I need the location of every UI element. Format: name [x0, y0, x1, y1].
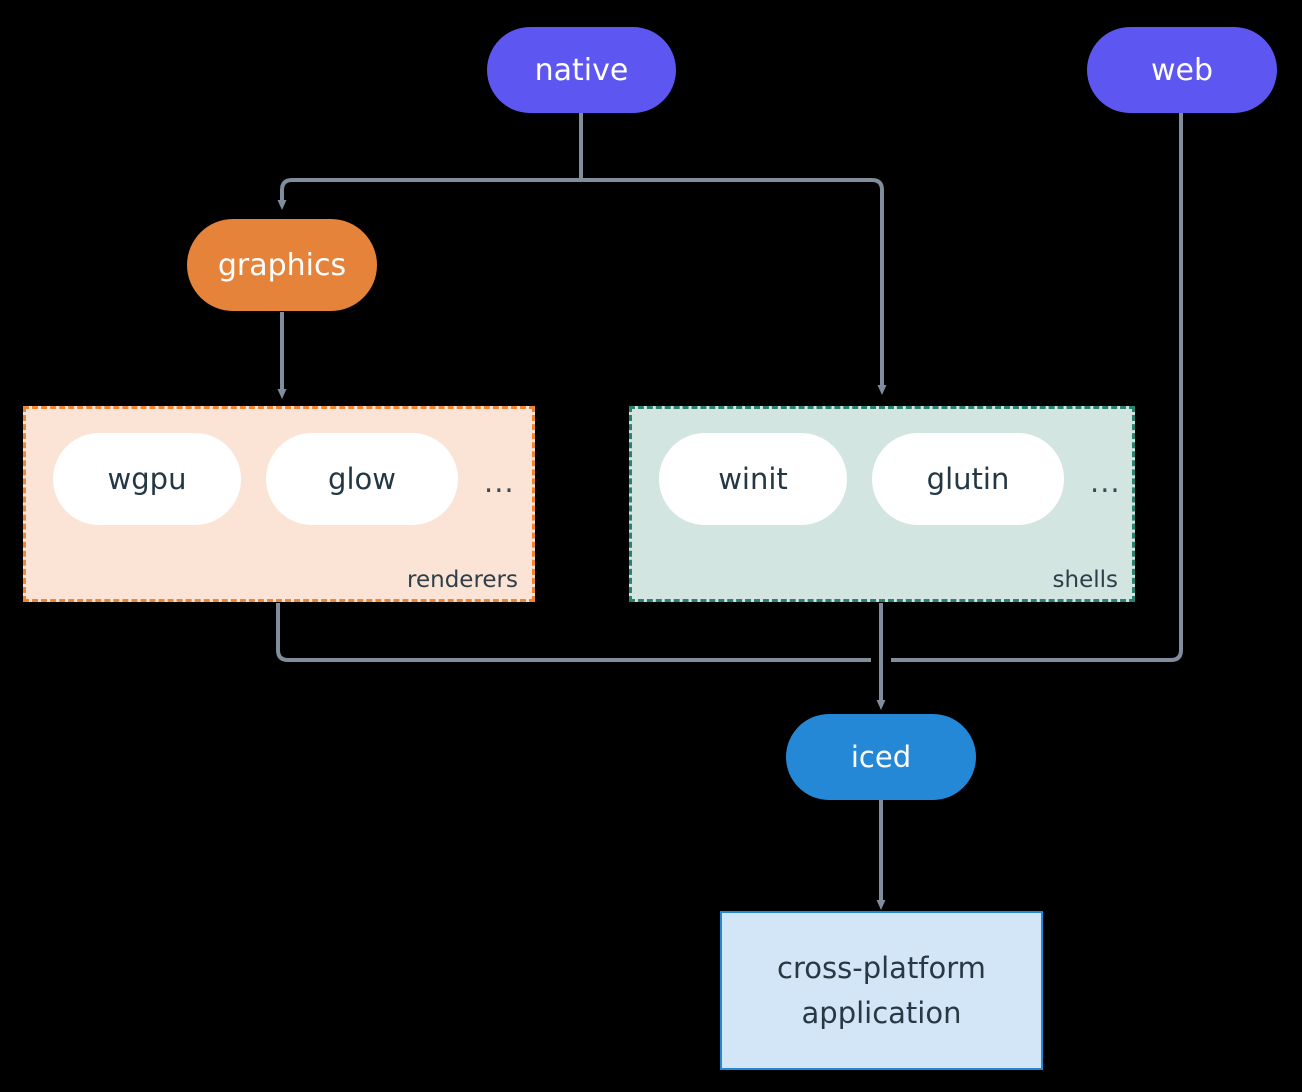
chip-glow-label: glow [328, 462, 396, 496]
group-renderers-label: renderers [407, 567, 518, 593]
application-label-line2: application [801, 995, 962, 1030]
node-web[interactable]: web [1087, 27, 1277, 113]
group-renderers: wgpu glow ... renderers [23, 406, 535, 602]
node-graphics-label: graphics [217, 247, 347, 283]
chip-glutin[interactable]: glutin [872, 433, 1064, 525]
chip-wgpu[interactable]: wgpu [53, 433, 241, 525]
chip-wgpu-label: wgpu [107, 462, 187, 496]
chip-winit[interactable]: winit [659, 433, 847, 525]
node-native[interactable]: native [487, 27, 676, 113]
node-graphics[interactable]: graphics [187, 219, 377, 311]
edge-native-to-shells [581, 178, 887, 395]
node-iced[interactable]: iced [786, 714, 976, 800]
node-web-label: web [1150, 52, 1214, 88]
group-shells-label: shells [1052, 567, 1118, 593]
edge-renderers-to-iced [276, 603, 871, 662]
chip-glow[interactable]: glow [266, 433, 458, 525]
node-iced-label: iced [850, 740, 912, 774]
group-shells: winit glutin ... shells [629, 406, 1135, 602]
renderers-more-ellipsis: ... [484, 465, 515, 499]
node-native-label: native [534, 52, 629, 88]
edge-native-to-graphics [277, 178, 581, 210]
node-application[interactable]: cross-platform application [720, 911, 1043, 1070]
chip-winit-label: winit [718, 462, 788, 496]
shells-more-ellipsis: ... [1090, 465, 1121, 499]
chip-glutin-label: glutin [926, 462, 1010, 496]
application-label-line1: cross-platform [777, 950, 986, 985]
